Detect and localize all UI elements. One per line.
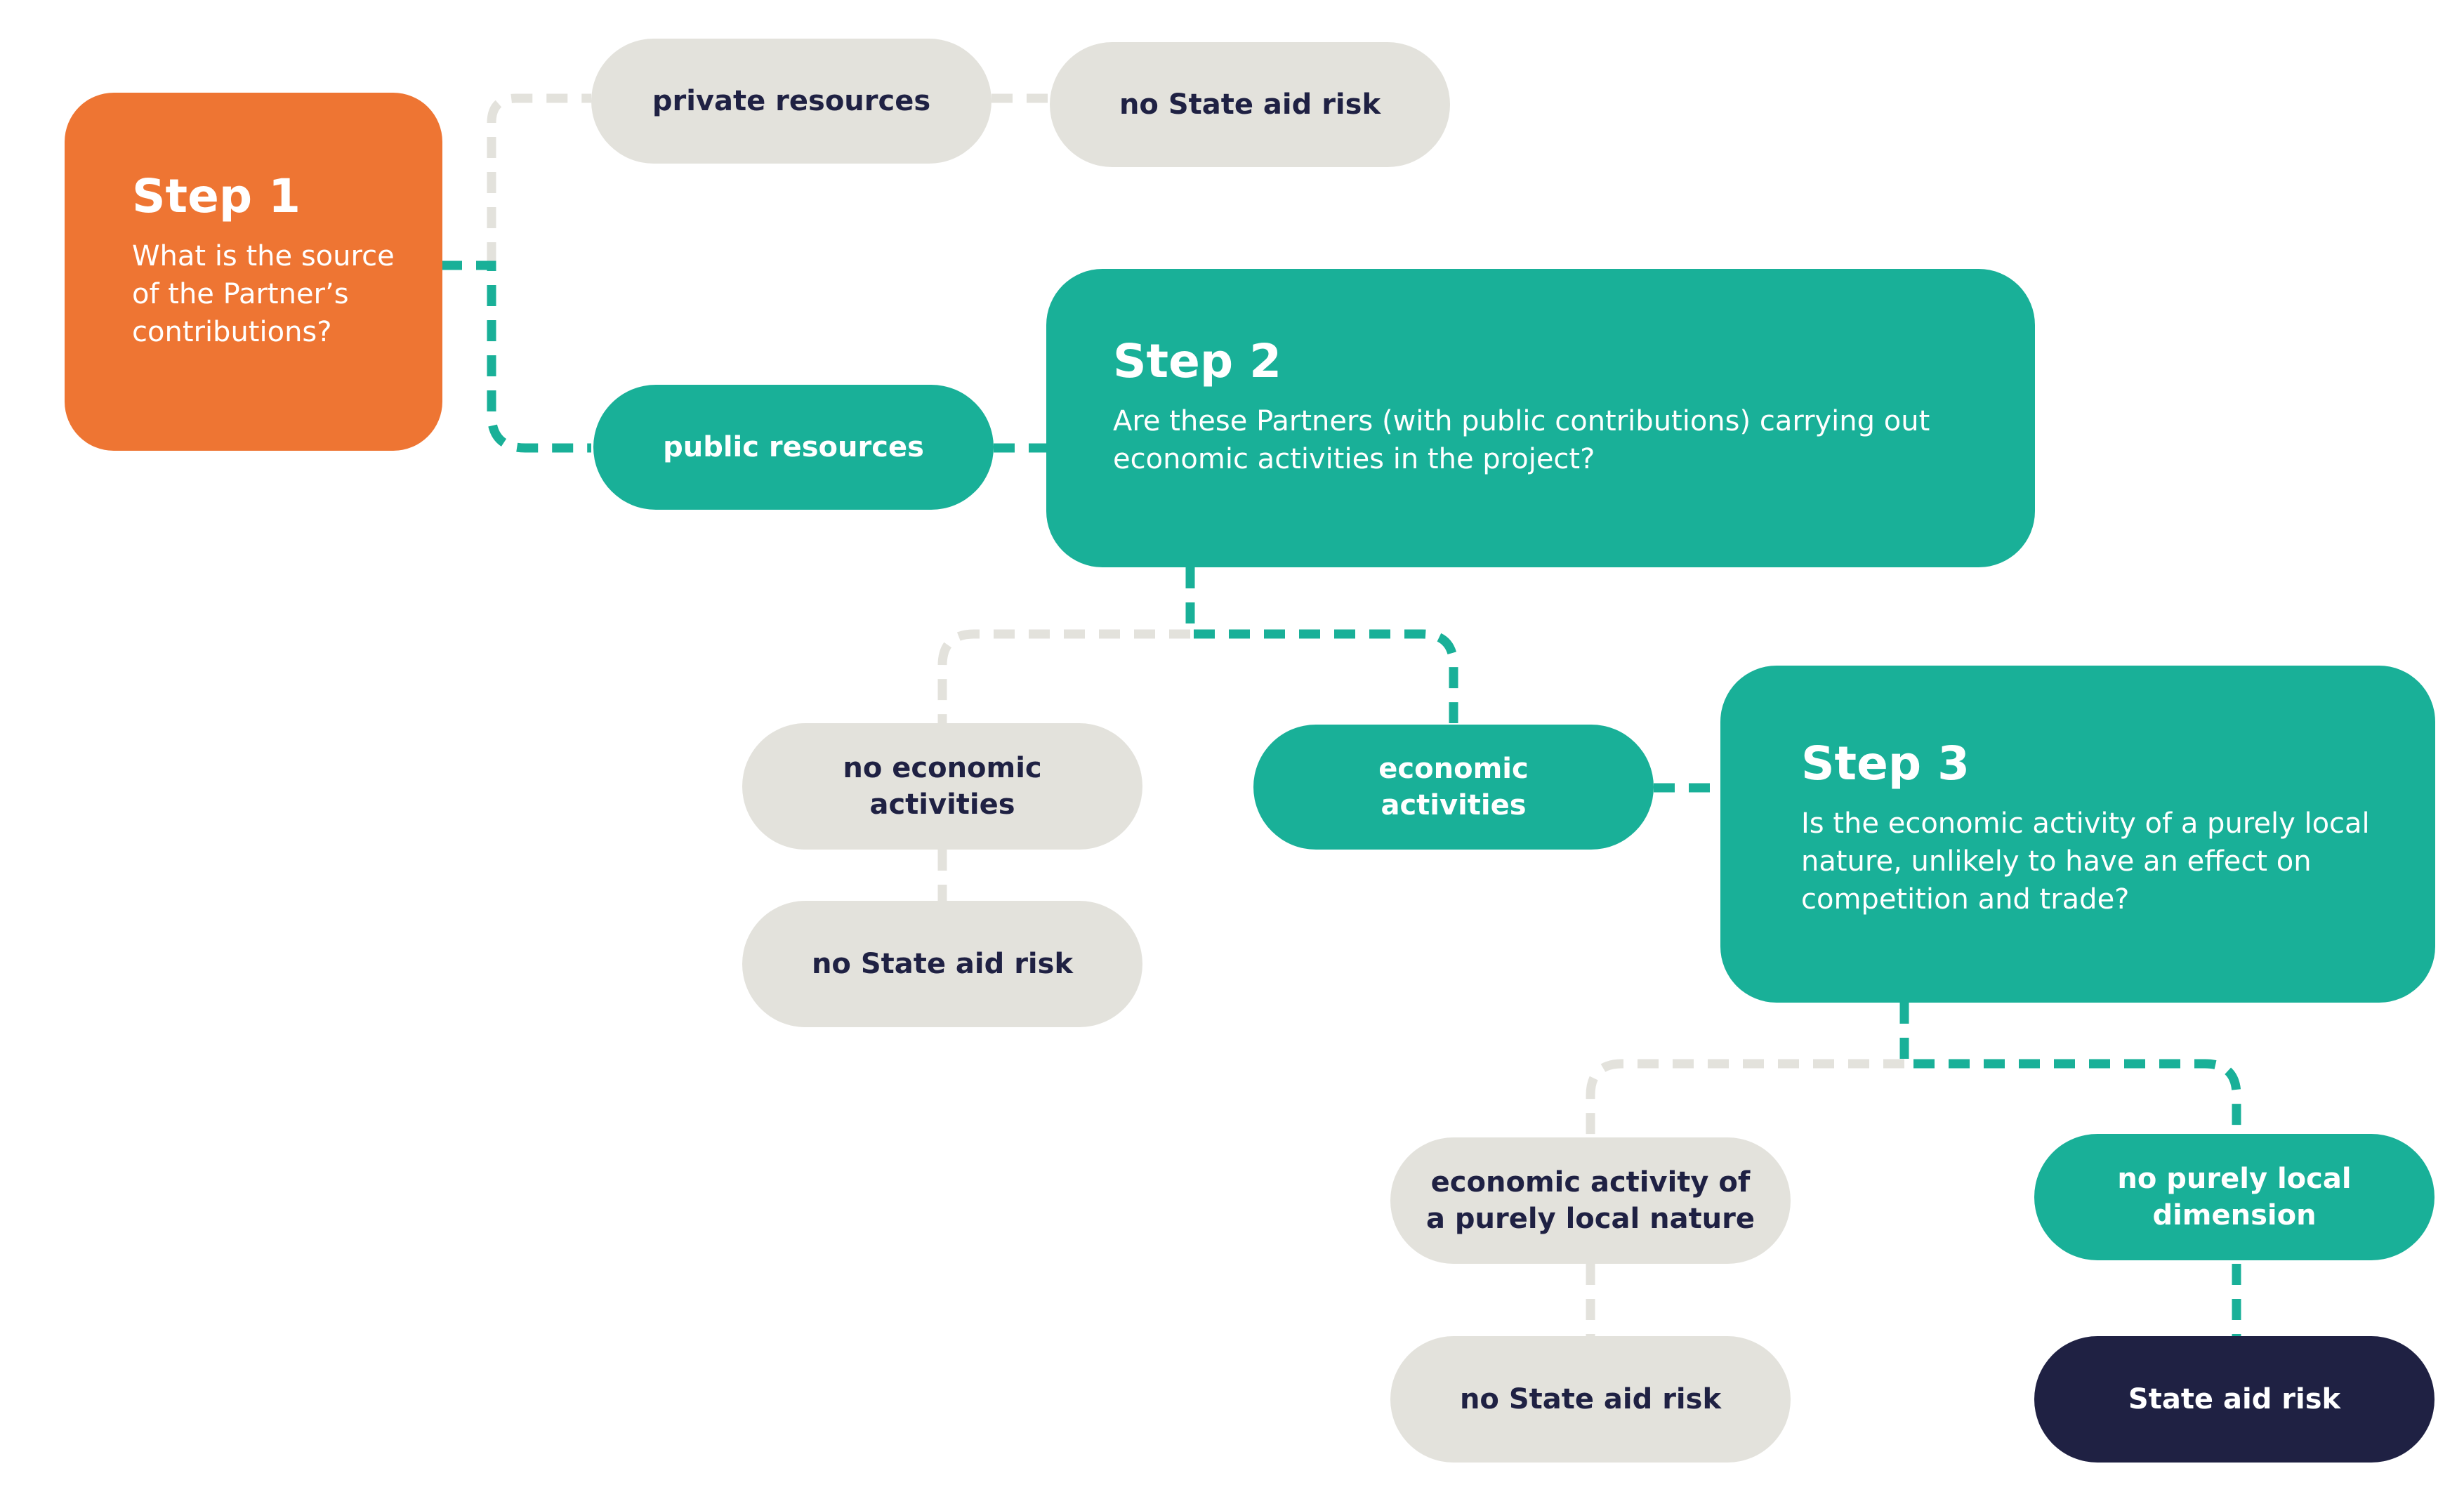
no-purely-local-node: no purely local dimension [2034,1134,2435,1260]
no-state-aid-risk-label: no State aid risk [811,948,1074,980]
connector-step3-nolocal [1899,1003,2241,1134]
purely-local-node: economic activity of a purely local natu… [1390,1137,1791,1264]
connector-step2-economic [1185,567,1458,723]
no-state-aid-risk-local-node: no State aid risk [1390,1336,1791,1463]
no-state-aid-risk-noneconomic-node: no State aid risk [742,901,1142,1027]
step1-question: What is the source of the Partner’s cont… [132,240,395,348]
step2-title: Step 2 [1113,334,1282,388]
public-resources-label: public resources [663,431,924,463]
no-state-aid-risk-private-node: no State aid risk [1050,42,1450,167]
public-resources-node: public resources [593,385,994,510]
private-resources-node: private resources [591,39,991,164]
step3-question: Is the economic activity of a purely loc… [1801,807,2370,916]
step3-title: Step 3 [1801,737,1970,791]
no-economic-activities-label: no economic activities [843,752,1042,821]
state-aid-risk-label: State aid risk [2128,1383,2341,1415]
economic-activities-node: economic activities [1253,725,1654,850]
step3-box: Step 3 Is the economic activity of a pur… [1720,666,2435,1003]
connector-step2-noeconomic [937,629,1190,723]
connector-step3-local [1586,1059,1904,1137]
no-purely-local-label: no purely local dimension [2117,1163,2352,1232]
step2-question: Are these Partners (with public contribu… [1113,405,1930,475]
state-aid-risk-node: State aid risk [2034,1336,2435,1463]
step1-title: Step 1 [132,169,301,223]
step1-box: Step 1 What is the source of the Partner… [65,93,442,451]
connector-step1-private [487,93,591,263]
no-economic-activities-node: no economic activities [742,723,1142,850]
economic-activities-label: economic activities [1378,753,1529,821]
connector-step1-public [441,260,591,453]
step2-box: Step 2 Are these Partners (with public c… [1046,269,2035,567]
no-state-aid-risk-label: no State aid risk [1119,88,1381,121]
purely-local-label: economic activity of a purely local natu… [1425,1166,1755,1235]
private-resources-label: private resources [652,85,931,117]
no-state-aid-risk-label: no State aid risk [1459,1383,1722,1415]
